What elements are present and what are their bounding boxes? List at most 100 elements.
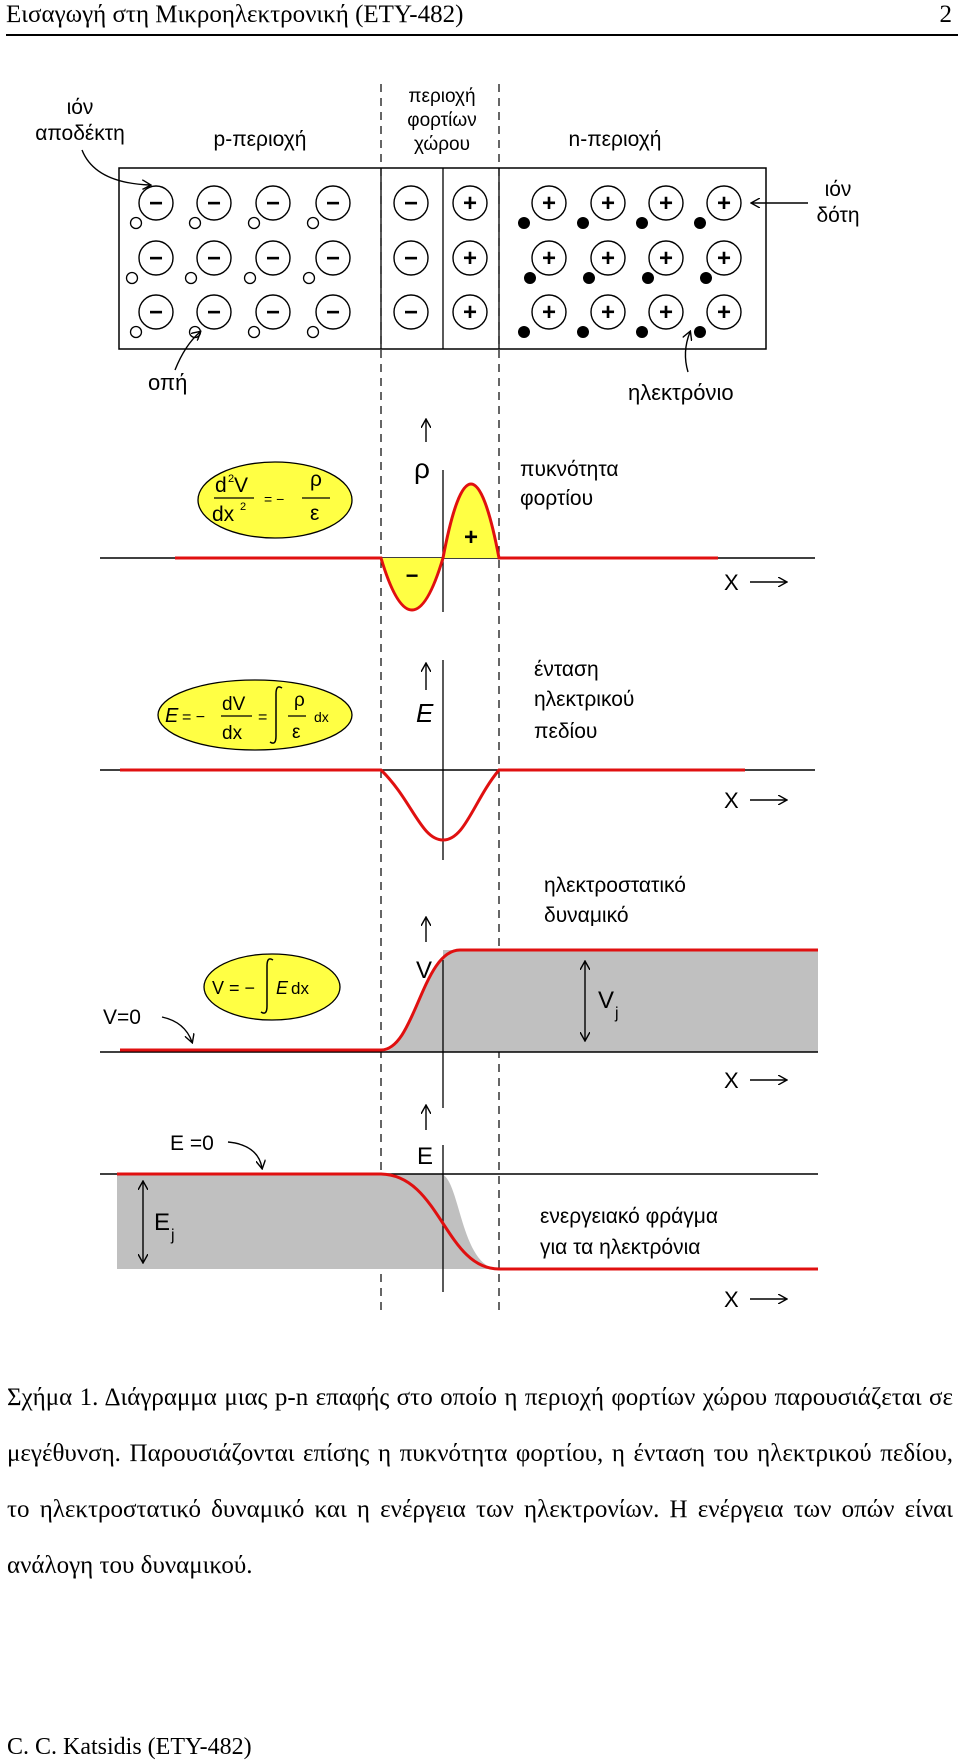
- electron: [524, 272, 536, 284]
- electron-arrow: [685, 332, 690, 373]
- acceptor-ion: [393, 185, 429, 221]
- svg-text:E: E: [276, 978, 289, 998]
- energy-axis-label: E: [417, 1143, 433, 1170]
- svg-text:ρ: ρ: [310, 468, 322, 491]
- space-charge-label: χώρου: [414, 134, 470, 155]
- acceptor-ion: [138, 240, 174, 276]
- svg-text:dx: dx: [314, 709, 329, 725]
- donor-ion: [452, 240, 488, 276]
- acceptor-ion: [315, 240, 351, 276]
- acceptor-ion-sign: −: [207, 190, 221, 217]
- page-footer: C. C. Katsidis (ETY-482): [7, 1734, 252, 1760]
- donor-ion-sign: +: [659, 245, 673, 272]
- donor-ion-label: ιόν: [825, 178, 852, 201]
- donor-ion-sign: +: [542, 245, 556, 272]
- donor-ion-sign: +: [542, 299, 556, 326]
- acceptor-ion-label: αποδέκτη: [35, 122, 125, 145]
- page-number: 2: [939, 1, 953, 28]
- hole-arrow: [174, 332, 200, 371]
- acceptor-ion: [196, 185, 232, 221]
- donor-ion-sign: +: [463, 299, 477, 326]
- x-axis-label: X: [724, 1287, 739, 1312]
- acceptor-ion-sign: −: [266, 299, 280, 326]
- acceptor-ion-sign: −: [149, 245, 163, 272]
- acceptor-ion-sign: −: [404, 245, 418, 272]
- acceptor-ion: [196, 240, 232, 276]
- donor-ion-sign: +: [717, 245, 731, 272]
- hole: [129, 325, 143, 339]
- donor-ion: [706, 185, 742, 221]
- donor-ion: [452, 294, 488, 330]
- svg-text:V: V: [234, 474, 248, 497]
- potential-curve: [120, 948, 818, 1052]
- field-title: ηλεκτρικού: [534, 688, 634, 711]
- acceptor-ion-sign: −: [149, 299, 163, 326]
- donor-ion: [590, 240, 626, 276]
- svg-text:E: E: [165, 705, 179, 727]
- figure-caption: Σχήμα 1. Διάγραμμα μιας p-n επαφής στο ο…: [7, 1384, 953, 1579]
- donor-ion: [590, 294, 626, 330]
- donor-ion: [706, 294, 742, 330]
- minus-sign: −: [406, 563, 419, 588]
- donor-ion-sign: +: [601, 245, 615, 272]
- donor-ion-sign: +: [717, 190, 731, 217]
- page-header: Εισαγωγή στη Μικροηλεκτρονική (ΕΤΥ-482) …: [6, 0, 958, 36]
- acceptor-ion-label: ιόν: [67, 96, 94, 119]
- v-zero-label: V=0: [103, 1006, 141, 1029]
- pn-junction-figure: ιόν αποδέκτη p-περιοχή περιοχή φορτίων χ…: [35, 84, 860, 1312]
- potential-equation-bubble: [203, 953, 341, 1021]
- donor-ion-sign: +: [601, 190, 615, 217]
- acceptor-ion-sign: −: [404, 299, 418, 326]
- electron: [577, 326, 589, 338]
- svg-text:ρ: ρ: [294, 690, 305, 711]
- hole: [184, 271, 198, 285]
- svg-text:2: 2: [240, 501, 246, 513]
- acceptor-ion-sign: −: [326, 299, 340, 326]
- svg-text:dx: dx: [222, 723, 243, 744]
- electron: [577, 217, 589, 229]
- x-axis-label: X: [724, 1068, 739, 1093]
- donor-ion-sign: +: [463, 245, 477, 272]
- donor-ion: [590, 185, 626, 221]
- acceptor-ion: [255, 240, 291, 276]
- acceptor-ion: [393, 294, 429, 330]
- acceptor-ion-sign: −: [326, 245, 340, 272]
- hole: [302, 271, 316, 285]
- donor-ion: [706, 240, 742, 276]
- acceptor-ion-sign: −: [207, 245, 221, 272]
- svg-text:dV: dV: [222, 694, 246, 715]
- hole: [188, 216, 202, 230]
- donor-ion-sign: +: [542, 190, 556, 217]
- vj-label: Vj: [598, 987, 619, 1022]
- acceptor-ion-arrow: [81, 149, 150, 185]
- electron: [694, 217, 706, 229]
- charge-density-title: πυκνότητα: [520, 458, 618, 481]
- energy-title: για τα ηλεκτρόνια: [540, 1236, 700, 1259]
- donor-ion-sign: +: [659, 190, 673, 217]
- potential-shaded-area: [381, 950, 460, 1052]
- energy-shaded-area: [440, 1174, 499, 1269]
- acceptor-ion: [315, 185, 351, 221]
- hole: [247, 216, 261, 230]
- acceptor-ion-sign: −: [149, 190, 163, 217]
- field-title: πεδίου: [534, 720, 597, 743]
- acceptor-ion-sign: −: [266, 245, 280, 272]
- energy-title: ενεργειακό φράγμα: [540, 1205, 718, 1228]
- acceptor-ion: [315, 294, 351, 330]
- donor-ion: [531, 185, 567, 221]
- field-curve: [120, 768, 745, 842]
- svg-text:dx: dx: [291, 979, 309, 998]
- potential-shaded-area: [443, 950, 818, 1052]
- x-axis-label: X: [724, 570, 739, 595]
- hole: [306, 216, 320, 230]
- field-title: ένταση: [534, 658, 599, 681]
- electron: [636, 217, 648, 229]
- v-zero-arrow: [161, 1016, 192, 1042]
- electron: [642, 272, 654, 284]
- acceptor-ion-sign: −: [326, 190, 340, 217]
- electron: [518, 326, 530, 338]
- donor-ion: [452, 185, 488, 221]
- space-charge-label: φορτίων: [407, 110, 477, 131]
- x-axis-label: X: [724, 788, 739, 813]
- electron: [694, 326, 706, 338]
